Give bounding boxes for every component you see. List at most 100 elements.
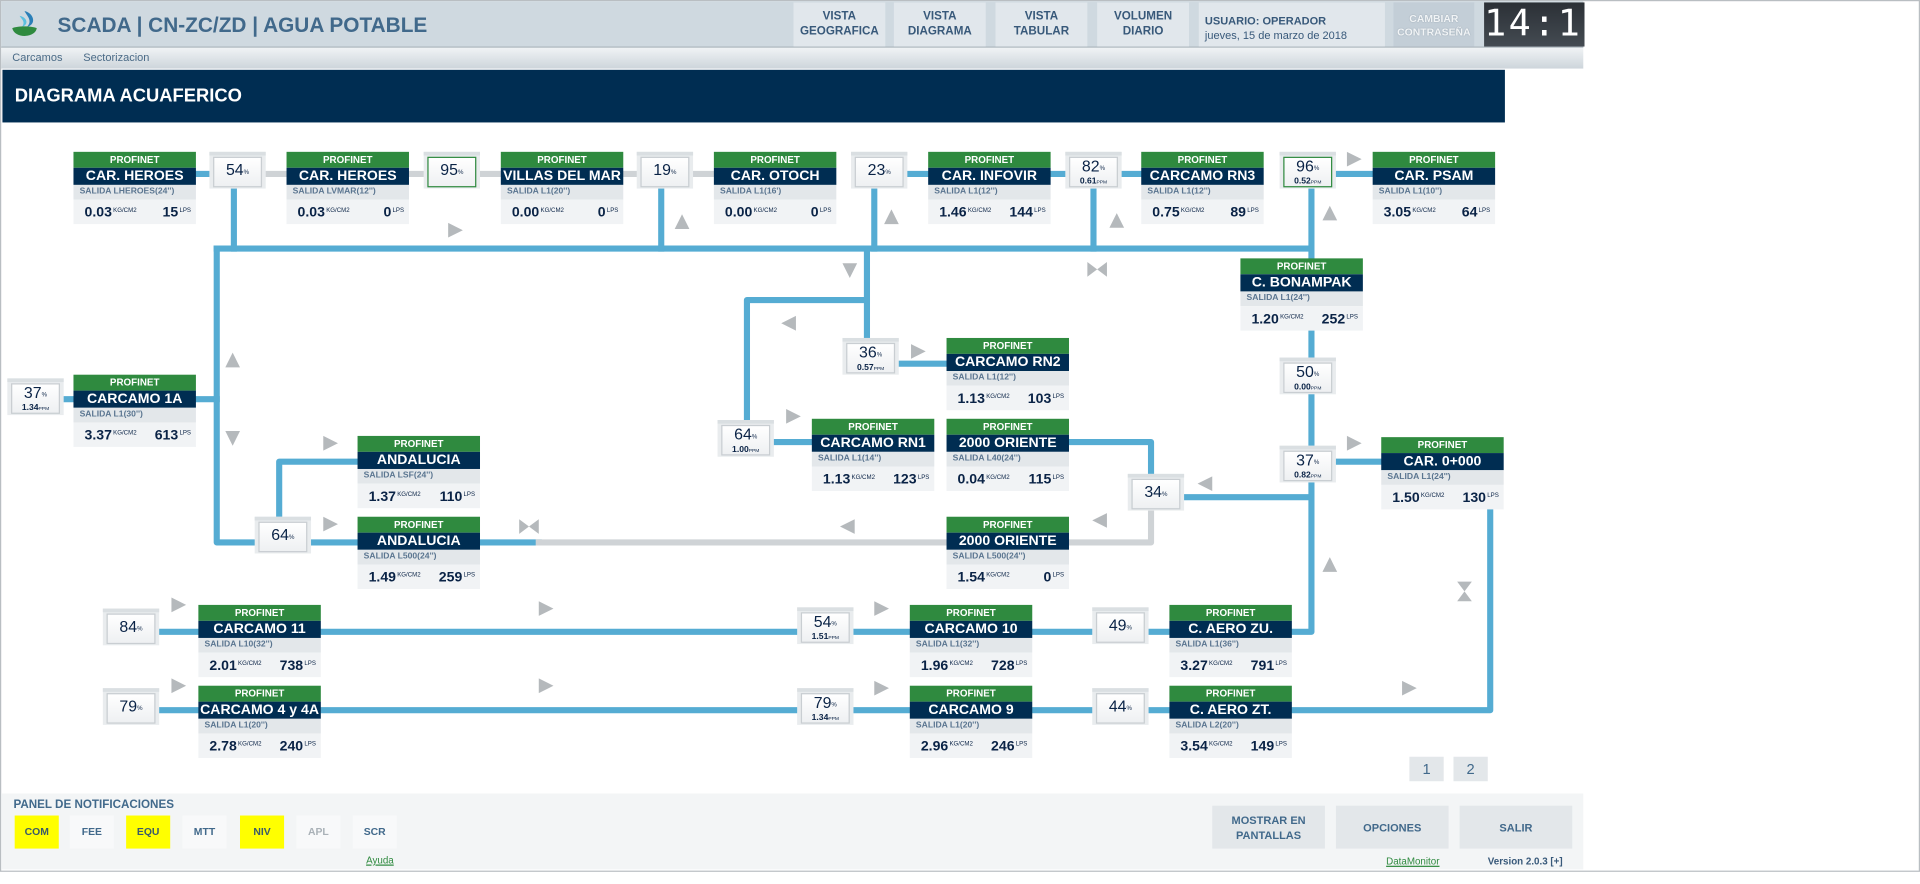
station-card[interactable]: PROFINET 2000 ORIENTE SALIDA L500(24'') …	[946, 516, 1069, 589]
page-1-button[interactable]: 1	[1409, 756, 1444, 782]
station-card[interactable]: PROFINET CARCAMO 1A SALIDA L1(30'') 3.37…	[73, 374, 196, 447]
button-label: VISTA	[1024, 9, 1059, 24]
station-card[interactable]: PROFINET CARCAMO RN3 SALIDA L1(12'') 0.7…	[1141, 151, 1264, 225]
pressure-unit: KG/CM2	[397, 491, 421, 499]
ppm-unit: PPM	[1310, 178, 1322, 185]
tank-level[interactable]: 44%	[1092, 688, 1149, 725]
nav-carcamos[interactable]: Carcamos	[12, 51, 63, 64]
tank-level[interactable]: 79%1.34PPM	[797, 688, 854, 725]
page-title-bar: DIAGRAMA ACUAFERICO	[2, 69, 1505, 123]
version-label[interactable]: Version 2.0.3 [+]	[1487, 855, 1563, 867]
station-name: CARCAMO RN2	[946, 353, 1069, 372]
station-name: VILLAS DEL MAR	[500, 167, 624, 185]
station-outlet: SALIDA L1(36'')	[1169, 637, 1292, 653]
station-protocol: PROFINET	[357, 516, 481, 533]
tank-level[interactable]: 64%	[254, 516, 312, 554]
datamonitor-link[interactable]: DataMonitor	[1386, 855, 1440, 867]
tank-level[interactable]: 50%0.00PPM	[1279, 357, 1336, 395]
station-card[interactable]: PROFINET ANDALUCIA SALIDA L500(24'') 1.4…	[357, 516, 481, 589]
station-card[interactable]: PROFINET CARCAMO 11 SALIDA L10(32'') 2.0…	[198, 604, 321, 678]
notification-scr-button[interactable]: SCR	[352, 815, 397, 849]
station-card[interactable]: PROFINET CARCAMO RN2 SALIDA L1(12'') 1.1…	[946, 337, 1069, 411]
tank-level[interactable]: 23%	[851, 151, 908, 189]
notification-equ-button[interactable]: EQU	[126, 815, 171, 849]
station-card[interactable]: PROFINET C. AERO ZU. SALIDA L1(36'') 3.2…	[1169, 604, 1292, 678]
station-card[interactable]: PROFINET CAR. OTOCH SALIDA L1(16') 0.00K…	[713, 151, 837, 225]
flow-arrow-right-icon	[911, 344, 926, 359]
station-card[interactable]: PROFINET CAR. HEROES SALIDA LHEROES(24''…	[73, 151, 196, 225]
station-outlet: SALIDA L500(24'')	[357, 549, 481, 565]
station-card[interactable]: PROFINET C. BONAMPAK SALIDA L1(24'') 1.2…	[1240, 258, 1363, 331]
pressure-unit: KG/CM2	[1412, 206, 1436, 215]
notification-niv-button[interactable]: NIV	[240, 815, 285, 849]
station-card[interactable]: PROFINET 2000 ORIENTE SALIDA L40(24'') 0…	[946, 418, 1069, 492]
help-link[interactable]: Ayuda	[366, 854, 394, 866]
tank-level[interactable]: 37%1.34PPM	[7, 378, 64, 416]
tank-level[interactable]: 54%	[209, 151, 266, 189]
tank-level[interactable]: 79%	[102, 688, 160, 725]
pressure-value: 3.54	[1180, 739, 1208, 755]
tank-level[interactable]: 64%1.00PPM	[717, 420, 774, 457]
station-card[interactable]: PROFINET CAR. HEROES SALIDA LVMAR(12'') …	[286, 151, 409, 225]
station-card[interactable]: PROFINET CARCAMO 4 y 4A SALIDA L1(20'') …	[198, 685, 321, 758]
valve-icon	[1457, 581, 1472, 602]
pressure-unit: KG/CM2	[1420, 492, 1445, 500]
tank-level[interactable]: 37%0.82PPM	[1279, 445, 1336, 483]
station-card[interactable]: PROFINET VILLAS DEL MAR SALIDA L1(20'') …	[500, 151, 624, 225]
station-protocol: PROFINET	[1169, 685, 1292, 702]
station-outlet: SALIDA L1(14'')	[811, 451, 935, 467]
station-card[interactable]: PROFINET CAR. 0+000 SALIDA L1(24'') 1.50…	[1381, 437, 1504, 510]
tank-level[interactable]: 49%	[1092, 607, 1149, 645]
tank-level[interactable]: 54%1.51PPM	[797, 607, 854, 645]
station-card[interactable]: PROFINET C. AERO ZT. SALIDA L2(20'') 3.5…	[1169, 685, 1292, 758]
nav-sectorizacion[interactable]: Sectorizacion	[83, 51, 150, 64]
tank-level[interactable]: 34%	[1127, 473, 1185, 511]
station-card[interactable]: PROFINET CAR. INFOVIR SALIDA L1(12'') 1.…	[928, 151, 1051, 225]
page-2-button[interactable]: 2	[1453, 756, 1488, 782]
flow-arrow-left-icon	[1197, 476, 1213, 492]
percent-unit: %	[831, 620, 837, 629]
options-button[interactable]: OPCIONES	[1335, 805, 1449, 849]
station-card[interactable]: PROFINET ANDALUCIA SALIDA LSF(24'') 1.37…	[357, 435, 481, 509]
pressure-value: 1.49	[368, 570, 396, 586]
flow-unit: LPS	[1034, 206, 1046, 215]
station-outlet: SALIDA L1(10'')	[1372, 184, 1496, 200]
flow-value: 246	[991, 739, 1015, 755]
exit-button[interactable]: SALIR	[1459, 805, 1573, 849]
notification-mtt-button[interactable]: MTT	[182, 815, 227, 849]
percent-unit: %	[1162, 491, 1168, 499]
station-outlet: SALIDA L10(32'')	[198, 637, 321, 653]
flow-arrow-up-icon	[674, 214, 690, 229]
tank-level[interactable]: 36%0.57PPM	[842, 337, 899, 375]
tank-level[interactable]: 19%	[636, 151, 694, 189]
station-card[interactable]: PROFINET CAR. PSAM SALIDA L1(10'') 3.05K…	[1372, 151, 1496, 225]
station-card[interactable]: PROFINET CARCAMO RN1 SALIDA L1(14'') 1.1…	[811, 418, 935, 492]
tank-level[interactable]: 82%0.61PPM	[1065, 151, 1122, 189]
notification-com-button[interactable]: COM	[14, 815, 59, 849]
tank-level[interactable]: 96%0.52PPM	[1279, 151, 1336, 189]
tank-level[interactable]: 95%	[423, 151, 481, 189]
notification-fee-button[interactable]: FEE	[69, 815, 114, 849]
chlorine-ppm-value: 0.00	[1294, 383, 1311, 392]
station-outlet: SALIDA L1(24'')	[1381, 470, 1504, 485]
station-card[interactable]: PROFINET CARCAMO 10 SALIDA L1(32'') 1.96…	[909, 604, 1033, 678]
pressure-value: 1.13	[957, 391, 985, 407]
pressure-value: 0.04	[957, 472, 985, 488]
notification-apl-button[interactable]: APL	[296, 815, 341, 849]
flow-value: 110	[439, 489, 463, 505]
tank-level[interactable]: 84%	[102, 608, 160, 646]
station-card[interactable]: PROFINET CARCAMO 9 SALIDA L1(20'') 2.96K…	[909, 685, 1033, 758]
